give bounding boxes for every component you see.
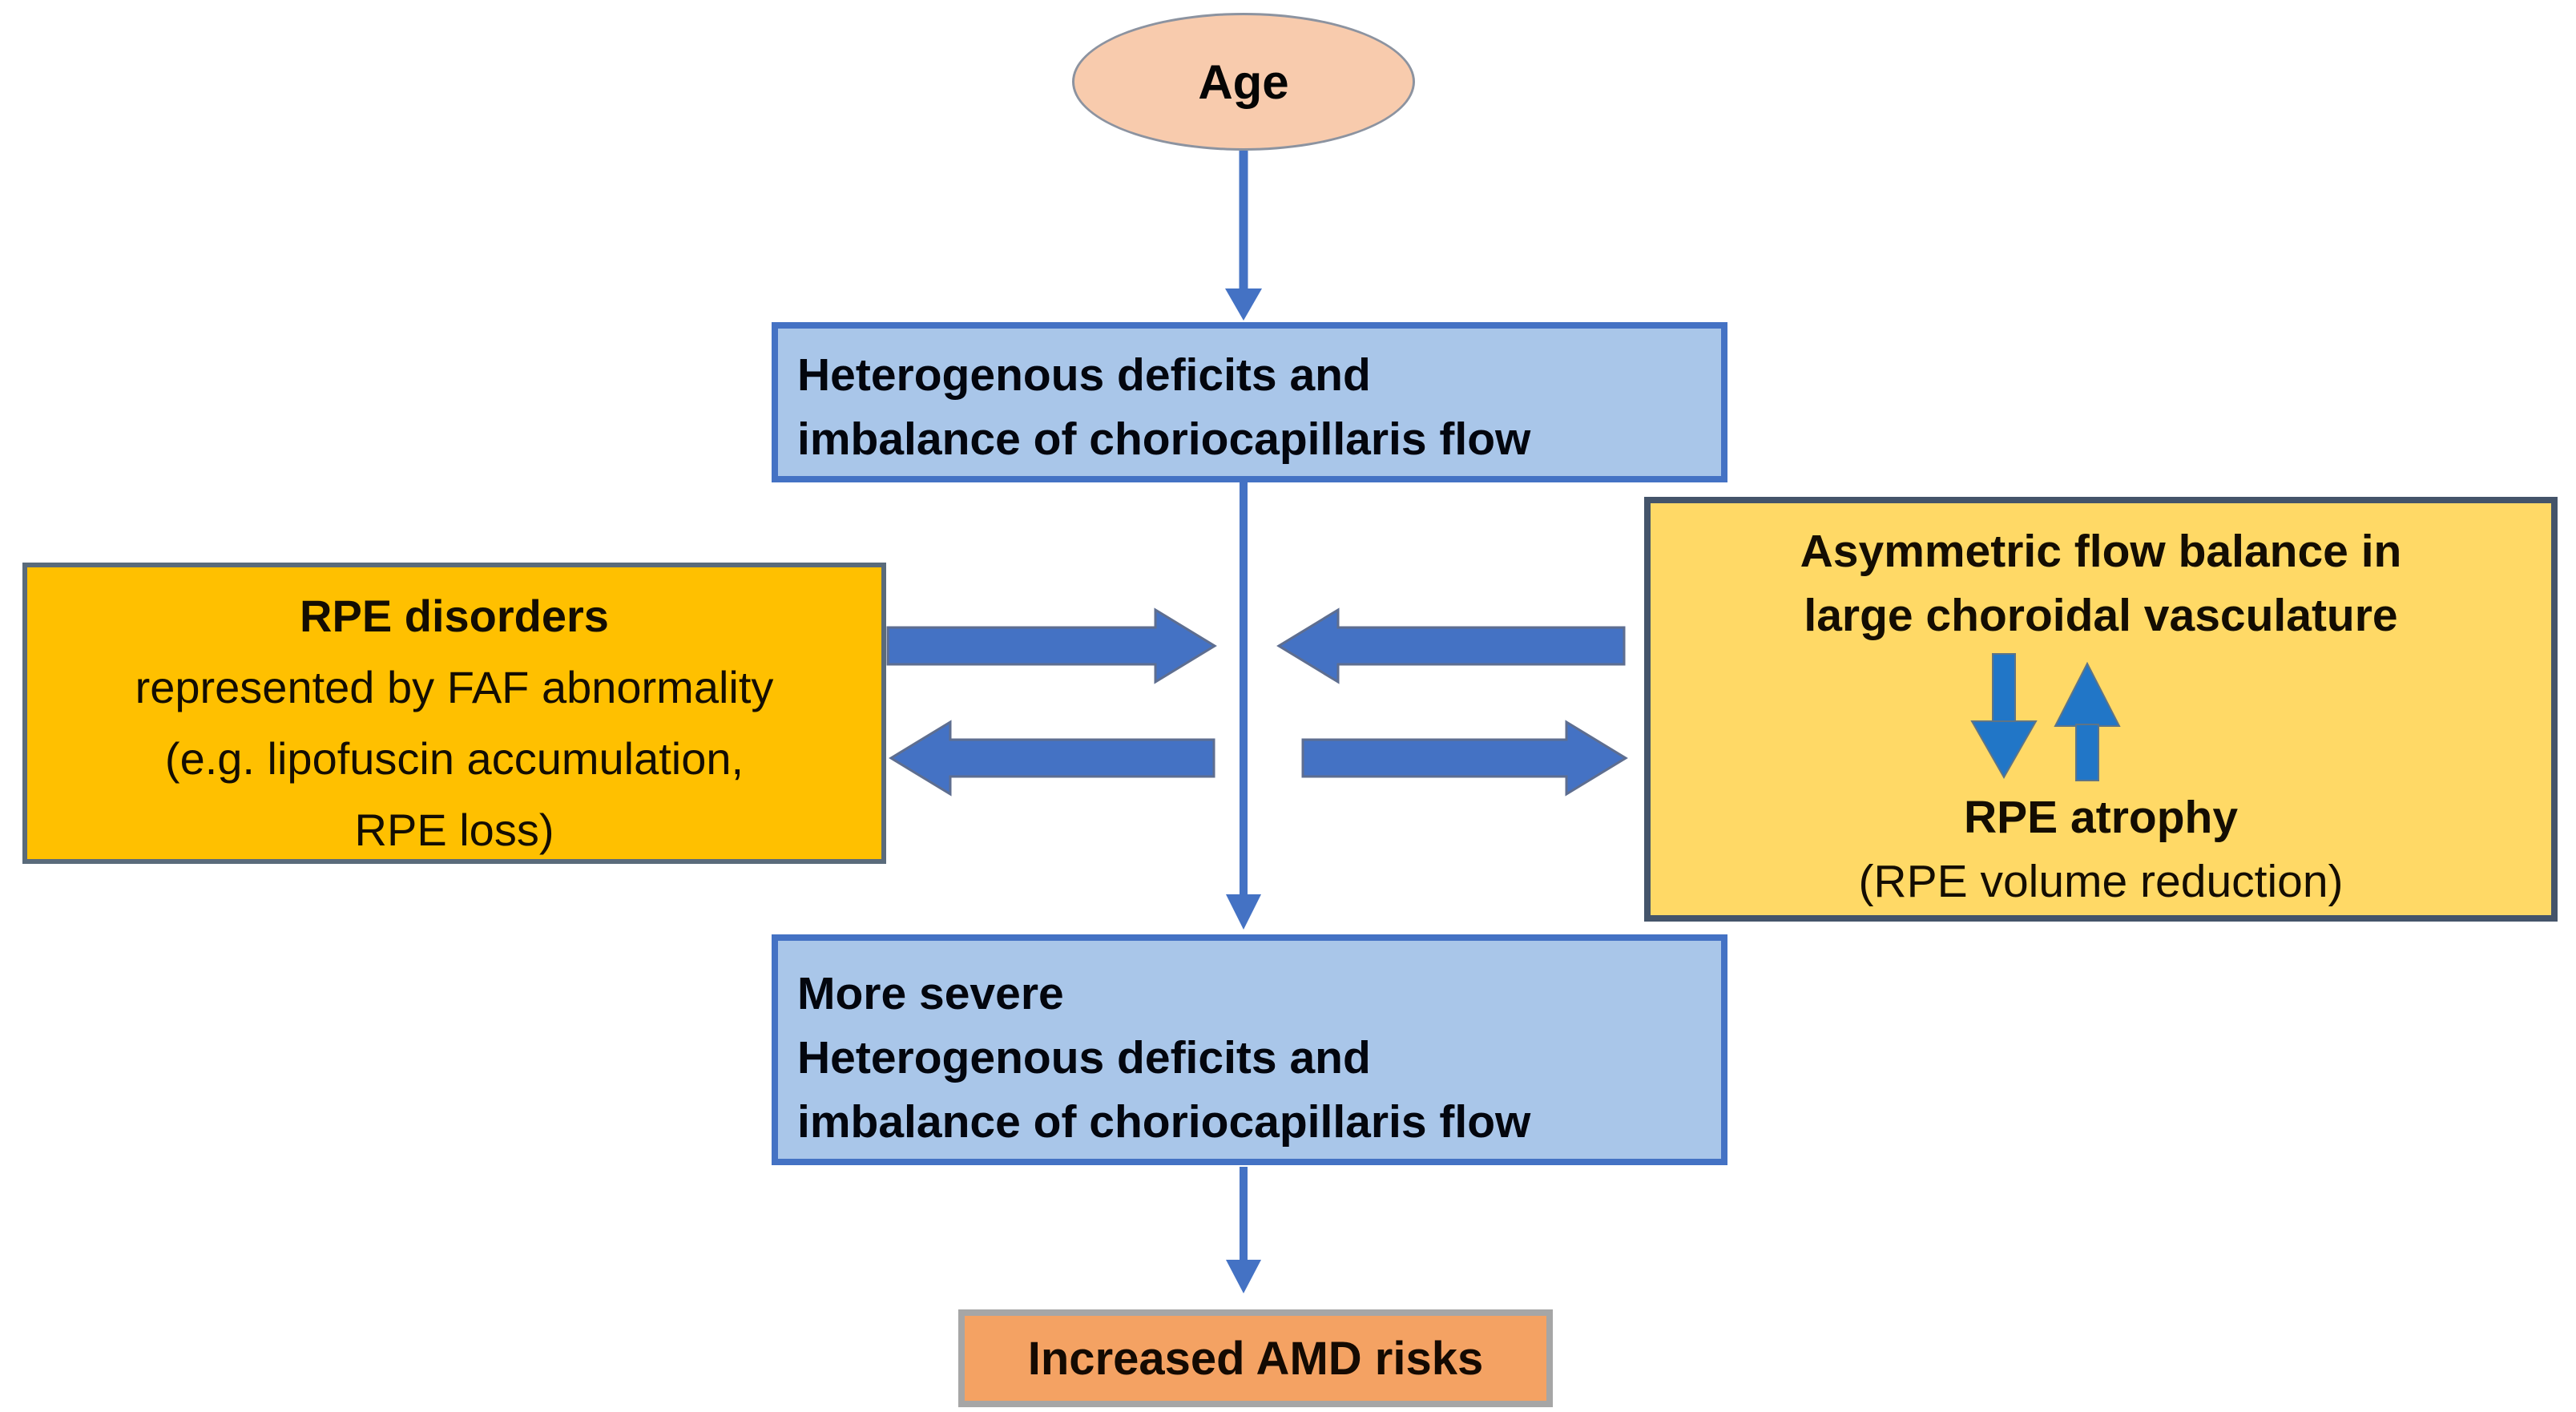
up-arrow-head-icon (2054, 661, 2121, 727)
flow-to-severe-down-arrow-icon (1218, 482, 1269, 933)
flow-deficit-node: Heterogenous deficits and imbalance of c… (772, 322, 1727, 482)
down-arrow-icon (1992, 653, 2016, 724)
flow-deficit-line-1: Heterogenous deficits and (797, 349, 1371, 401)
down-arrow-head-icon (1970, 720, 2038, 780)
right-block-arrow-bottom-right-icon (1300, 718, 1629, 798)
left-block-arrow-top-right-icon (1276, 606, 1627, 686)
age-to-flow-down-arrow-icon (1218, 151, 1269, 322)
age-label: Age (1198, 54, 1289, 109)
severe-flow-line-3: imbalance of choriocapillaris flow (797, 1096, 1531, 1148)
asymmetric-flow-node: Asymmetric flow balance in large choroid… (1644, 497, 2558, 922)
severe-flow-line-2: Heterogenous deficits and (797, 1032, 1371, 1083)
rpe-disorders-node: RPE disorders represented by FAF abnorma… (22, 563, 886, 864)
rpe-disorders-line-3: RPE loss) (354, 805, 554, 855)
severe-flow-deficit-node: More severe Heterogenous deficits and im… (772, 934, 1727, 1165)
asymmetric-flow-line-2: large choroidal vasculature (1804, 590, 2398, 641)
severe-to-amd-down-arrow-icon (1218, 1167, 1269, 1297)
up-arrow-icon (2075, 724, 2099, 781)
amd-risk-label: Increased AMD risks (1027, 1332, 1484, 1385)
age-node: Age (1072, 13, 1415, 151)
rpe-disorders-line-1: represented by FAF abnormality (135, 662, 774, 712)
amd-risk-node: Increased AMD risks (958, 1309, 1553, 1407)
right-block-arrow-top-left-icon (885, 606, 1218, 686)
flow-deficit-line-2: imbalance of choriocapillaris flow (797, 414, 1531, 465)
rpe-atrophy-title: RPE atrophy (1963, 792, 2239, 843)
rpe-disorders-line-2: (e.g. lipofuscin accumulation, (164, 733, 744, 784)
rpe-disorders-title: RPE disorders (300, 591, 609, 641)
feedback-up-down-arrows-icon (1970, 653, 2121, 781)
rpe-atrophy-note: (RPE volume reduction) (1858, 856, 2344, 907)
asymmetric-flow-line-1: Asymmetric flow balance in (1800, 526, 2402, 577)
severe-flow-line-1: More severe (797, 968, 1064, 1019)
left-block-arrow-bottom-left-icon (888, 718, 1216, 798)
